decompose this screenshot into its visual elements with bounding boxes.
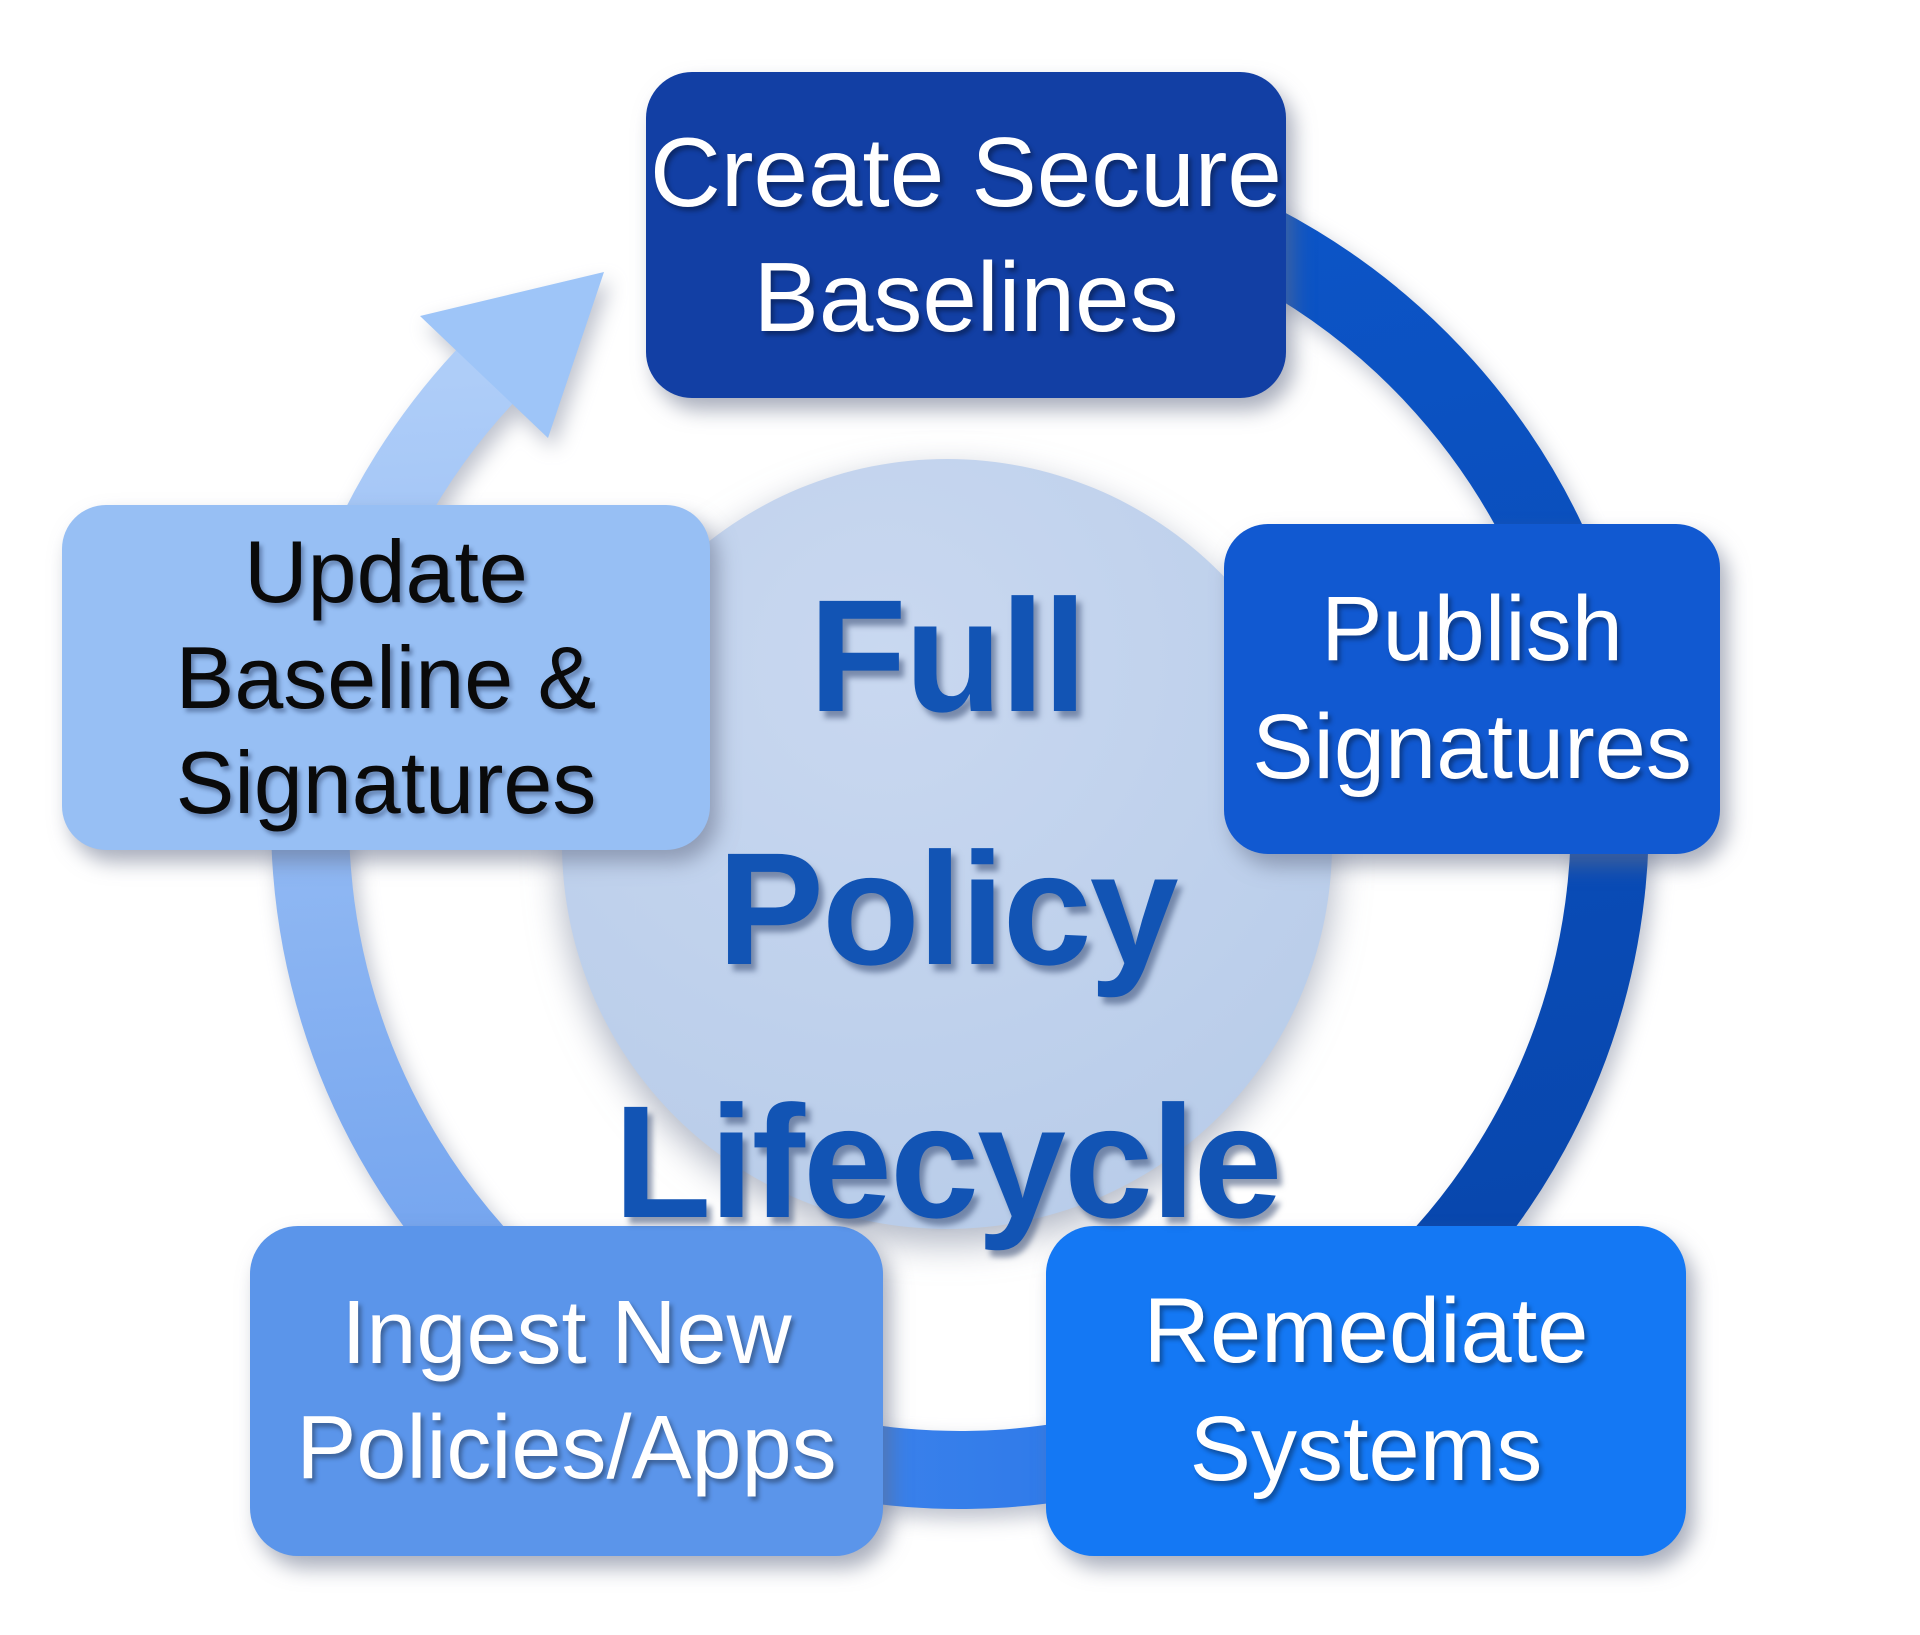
step-label-line: Ingest New [341, 1282, 792, 1383]
step-label-line: Policies/Apps [296, 1398, 837, 1498]
cycle-step-create-secure-baselines: Create Secure Baselines [646, 72, 1286, 398]
cycle-step-update-baseline-signatures: Update Baseline & Signatures [62, 505, 710, 850]
cycle-arrow-head-icon [420, 272, 604, 438]
step-label-line: Signatures [1252, 696, 1692, 798]
step-label-line: Baseline & [175, 627, 597, 727]
step-label-line: Systems [1189, 1398, 1543, 1500]
cycle-step-ingest-new-policies-apps: Ingest New Policies/Apps [250, 1226, 883, 1556]
step-label-line: Signatures [175, 733, 597, 833]
diagram-title-line: Policy [717, 818, 1178, 998]
diagram-title-line: Full [808, 565, 1087, 745]
center-circle [562, 459, 1332, 1229]
step-label-line: Publish [1321, 578, 1623, 681]
diagram-title-line: Lifecycle [613, 1071, 1283, 1251]
step-label-line: Update [244, 522, 528, 622]
step-label-line: Remediate [1143, 1280, 1589, 1383]
step-label-line: Create Secure [650, 116, 1282, 227]
step-label-line: Baselines [753, 242, 1179, 352]
cycle-step-remediate-systems: Remediate Systems [1046, 1226, 1686, 1556]
cycle-step-publish-signatures: Publish Signatures [1224, 524, 1720, 854]
diagram-title: Full Policy Lifecycle [537, 468, 1357, 1348]
